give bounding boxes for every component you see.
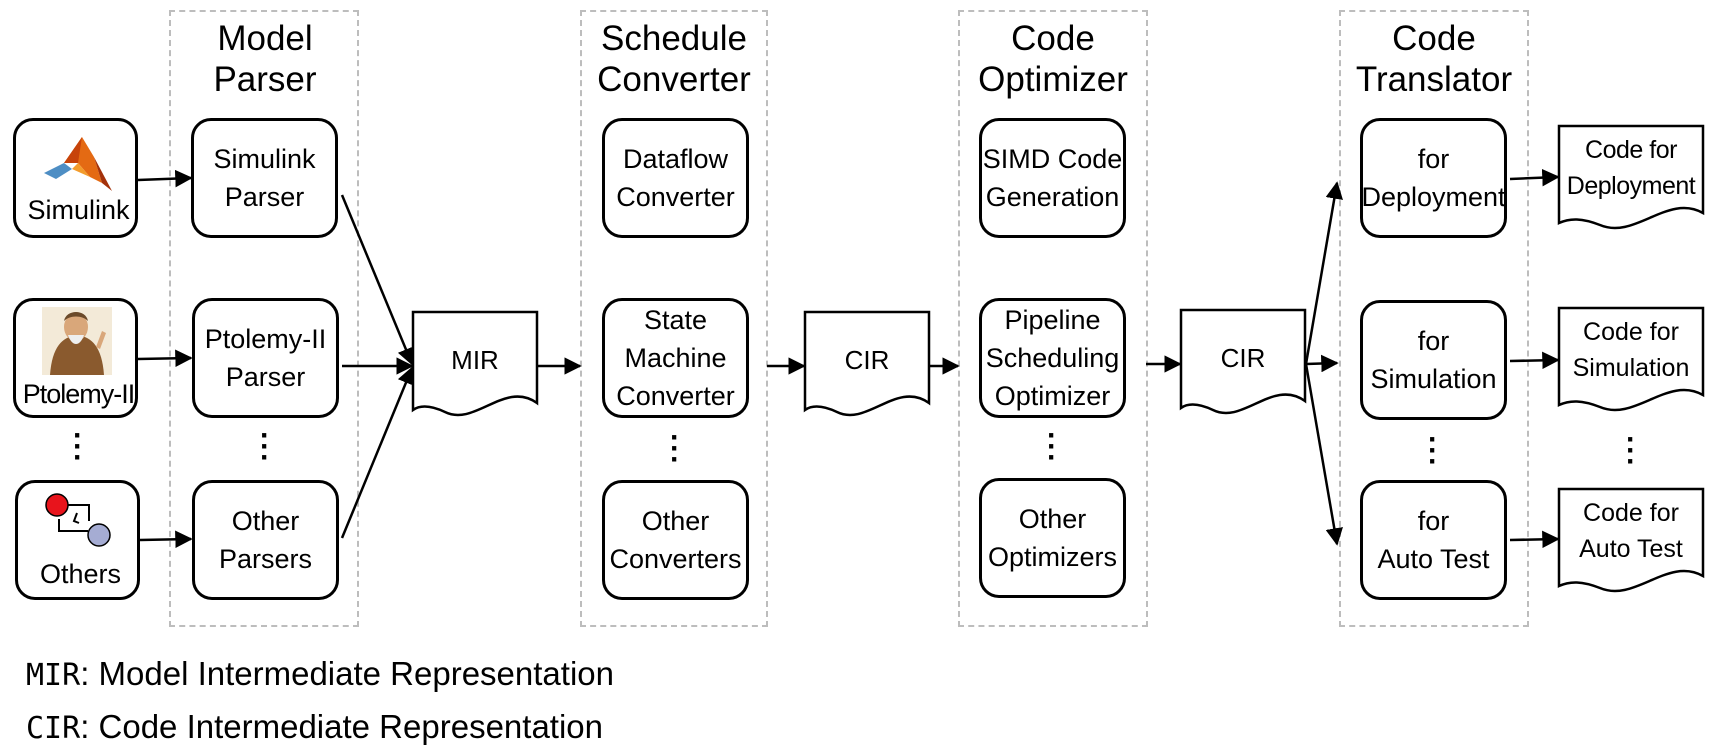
arrow-simulink-to-parser	[137, 169, 193, 188]
legend-mir-text: : Model Intermediate Representation	[80, 655, 614, 692]
arrow-simulink-parser-to-mir	[340, 194, 415, 366]
cir2-document-shape	[1179, 308, 1307, 415]
arrow-cir2-to-autotest	[1304, 363, 1343, 546]
pipeline-scheduling-optimizer-box: Pipeline Scheduling Optimizer	[979, 298, 1126, 418]
ptolemy-parser-box: Ptolemy-II Parser	[192, 298, 339, 418]
sim-code-document-shape	[1557, 306, 1705, 412]
other-parsers-box: Other Parsers	[192, 480, 339, 600]
arrow-cir2-to-deployment	[1304, 181, 1343, 365]
cir1-document-label: CIR	[844, 345, 890, 375]
stage-title-model-parser: Model Parser	[213, 19, 317, 99]
source-ptolemy-box: Ptolemy-II	[13, 298, 138, 418]
translator-auto-test-box: for Auto Test	[1360, 480, 1507, 600]
legend-cir: CIR: Code Intermediate Representation	[26, 708, 603, 746]
legend-mir-abbr: MIR	[26, 658, 81, 693]
mir-document-label: MIR	[451, 345, 499, 375]
arrow-ptolemy-to-parser	[137, 349, 193, 368]
source-simulink-box: Simulink	[13, 118, 138, 238]
test-code-document-label: Code for Auto Test	[1579, 499, 1683, 563]
deploy-code-document-label: Code for Deployment	[1566, 136, 1696, 200]
source-ptolemy-label: Ptolemy-II	[22, 379, 136, 409]
stage-code-optimizer	[958, 10, 1148, 627]
mir-document-shape	[411, 310, 539, 417]
source-simulink-label: Simulink	[27, 195, 130, 225]
simd-code-generation-box: SIMD Code Generation	[979, 118, 1126, 238]
matlab-logo-icon	[44, 137, 112, 191]
ptolemy-portrait-icon	[42, 307, 112, 375]
state-machine-icon	[45, 493, 111, 547]
deploy-code-document-shape	[1557, 124, 1705, 230]
test-code-document-shape	[1557, 487, 1705, 593]
arrow-autotest-to-code	[1509, 530, 1560, 549]
arrow-others-to-parser	[139, 530, 193, 549]
sources-ellipsis: ···	[73, 419, 83, 474]
legend-cir-abbr: CIR	[26, 711, 81, 746]
legend-cir-text: : Code Intermediate Representation	[80, 708, 603, 745]
stage-model-parser	[169, 10, 359, 627]
source-others-box: Others	[15, 480, 140, 600]
parsers-ellipsis: ···	[260, 419, 270, 474]
source-others-label: Others	[39, 559, 122, 589]
stage-title-code-translator: Code Translator	[1355, 19, 1513, 99]
cir2-document-label: CIR	[1220, 343, 1266, 373]
stage-title-schedule-converter: Schedule Converter	[597, 19, 751, 99]
simulink-parser-box: Simulink Parser	[191, 118, 338, 238]
stage-schedule-converter	[580, 10, 768, 627]
translator-simulation-box: for Simulation	[1360, 300, 1507, 420]
stage-code-translator	[1339, 10, 1529, 627]
sim-code-document-label: Code for Simulation	[1572, 318, 1690, 382]
dataflow-converter-box: Dataflow Converter	[602, 118, 749, 238]
optimizers-ellipsis: ···	[1047, 419, 1057, 474]
arrow-other-parsers-to-mir	[340, 366, 415, 539]
state-machine-converter-box: State Machine Converter	[602, 298, 749, 418]
other-converters-box: Other Converters	[602, 480, 749, 600]
other-optimizers-box: Other Optimizers	[979, 478, 1126, 598]
stage-title-code-optimizer: Code Optimizer	[978, 19, 1128, 99]
arrow-simulation-to-code	[1509, 351, 1560, 370]
outputs-ellipsis: ···	[1626, 423, 1636, 478]
translator-deployment-box: for Deployment	[1360, 118, 1507, 238]
arrow-cir2-to-simulation	[1305, 354, 1339, 373]
cir1-document-shape	[803, 310, 931, 417]
arrow-deployment-to-code	[1509, 168, 1560, 187]
converters-ellipsis: ···	[670, 421, 680, 476]
translators-ellipsis: ···	[1428, 423, 1438, 478]
legend-mir: MIR: Model Intermediate Representation	[26, 655, 614, 693]
